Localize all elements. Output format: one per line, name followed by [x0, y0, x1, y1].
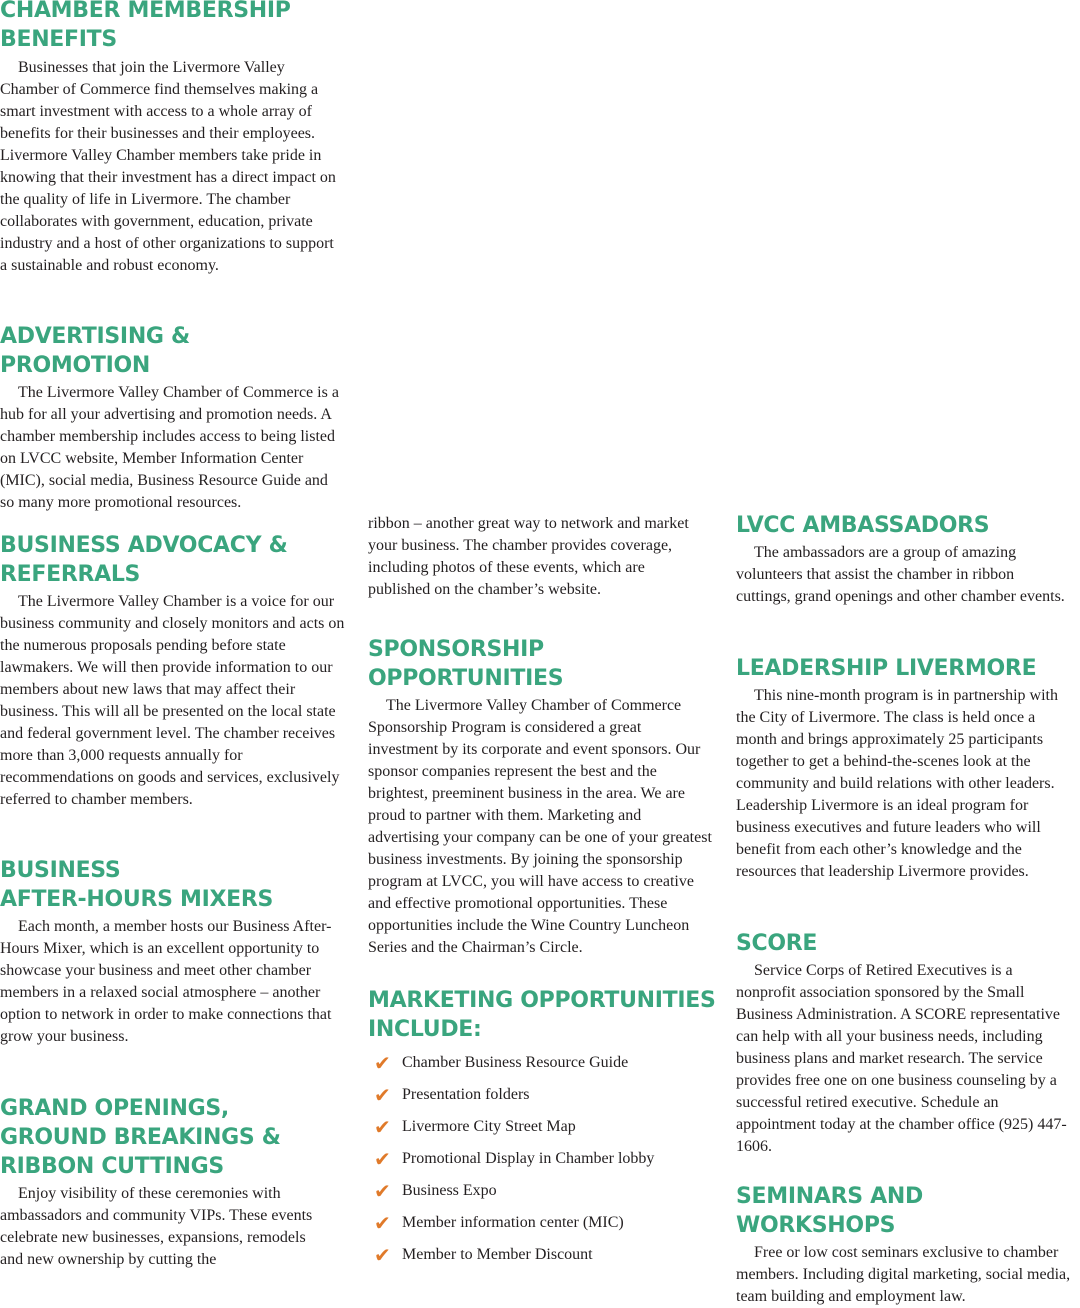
heading-membership: CHAMBER MEMBERSHIP BENEFITS [0, 0, 291, 52]
checkmark-icon: ✔ [374, 1243, 391, 1267]
list-item-label: Presentation folders [402, 1086, 530, 1103]
marketing-list: ✔ Chamber Business Resource Guide ✔ Presen… [368, 1047, 718, 1271]
heading-advocacy: BUSINESS ADVOCACY & REFERRALS [0, 533, 288, 587]
heading-sponsorship: SPONSORSHIP OPPORTUNITIES [368, 637, 564, 691]
paragraph-score: Service Corps of Retired Executives is a… [736, 962, 1067, 1155]
section-openings-continued: ribbon – another great way to network an… [368, 513, 713, 601]
paragraph-mixers: Each month, a member hosts our Business … [0, 918, 332, 1045]
section-membership: CHAMBER MEMBERSHIP BENEFITS Businesses t… [0, 0, 345, 277]
paragraph-openings-continued: ribbon – another great way to network an… [368, 515, 689, 598]
list-item-label: Promotional Display in Chamber lobby [402, 1150, 655, 1167]
paragraph-leadership: This nine-month program is in partnershi… [736, 687, 1058, 880]
section-openings: GRAND OPENINGS, GROUND BREAKINGS & RIBBO… [0, 1094, 345, 1271]
checkmark-icon: ✔ [374, 1211, 391, 1235]
heading-marketing-line1: MARKETING OPPORTUNITIES [368, 988, 716, 1013]
heading-mixers-line2: AFTER-HOURS MIXERS [0, 887, 274, 912]
section-ambassadors: LVCC AMBASSADORS The ambassadors are a g… [736, 511, 1080, 608]
heading-mixers: BUSINESS AFTER-HOURS MIXERS [0, 856, 345, 914]
heading-score: SCORE [736, 931, 818, 956]
heading-marketing: MARKETING OPPORTUNITIES INCLUDE: [368, 986, 718, 1044]
heading-openings: GRAND OPENINGS, GROUND BREAKINGS & RIBBO… [0, 1094, 345, 1181]
list-item: ✔ Livermore City Street Map [368, 1111, 718, 1143]
checkmark-icon: ✔ [374, 1051, 391, 1075]
section-mixers: BUSINESS AFTER-HOURS MIXERS Each month, … [0, 856, 345, 1048]
list-item-label: Member information center (MIC) [402, 1214, 624, 1231]
checkmark-icon: ✔ [374, 1083, 391, 1107]
section-advertising: ADVERTISING & PROMOTION The Livermore Va… [0, 322, 345, 514]
heading-openings-line2: GROUND BREAKINGS & [0, 1125, 281, 1150]
section-leadership: LEADERSHIP LIVERMORE This nine-month pro… [736, 654, 1080, 883]
paragraph-sponsorship: The Livermore Valley Chamber of Commerce… [368, 697, 712, 956]
list-item: ✔ Member to Member Discount [368, 1239, 718, 1271]
list-item-label: Chamber Business Resource Guide [402, 1054, 629, 1071]
section-advocacy: BUSINESS ADVOCACY & REFERRALS The Liverm… [0, 531, 345, 811]
heading-seminars: SEMINARS AND WORKSHOPS [736, 1184, 923, 1238]
list-item: ✔ Business Expo [368, 1175, 718, 1207]
list-item: ✔ Promotional Display in Chamber lobby [368, 1143, 718, 1175]
heading-leadership: LEADERSHIP LIVERMORE [736, 656, 1037, 681]
list-item: ✔ Presentation folders [368, 1079, 718, 1111]
paragraph-advocacy: The Livermore Valley Chamber is a voice … [0, 593, 345, 808]
list-item-label: Member to Member Discount [402, 1246, 593, 1263]
list-item: ✔ Chamber Business Resource Guide [368, 1047, 718, 1079]
list-item: ✔ Member information center (MIC) [368, 1207, 718, 1239]
heading-mixers-line1: BUSINESS [0, 858, 121, 883]
heading-advertising: ADVERTISING & PROMOTION [0, 324, 190, 378]
paragraph-ambassadors: The ambassadors are a group of amazing v… [736, 544, 1065, 605]
section-marketing: MARKETING OPPORTUNITIES INCLUDE: ✔ Chambe… [368, 986, 718, 1271]
checkmark-icon: ✔ [374, 1147, 391, 1171]
heading-openings-line1: GRAND OPENINGS, [0, 1096, 229, 1121]
list-item-label: Livermore City Street Map [402, 1118, 576, 1135]
paragraph-membership: Businesses that join the Livermore Valle… [0, 59, 336, 274]
paragraph-openings: Enjoy visibility of these ceremonies wit… [0, 1185, 313, 1268]
section-score: SCORE Service Corps of Retired Executive… [736, 929, 1080, 1158]
heading-marketing-line2: INCLUDE: [368, 1017, 482, 1042]
checkmark-icon: ✔ [374, 1179, 391, 1203]
section-sponsorship: SPONSORSHIP OPPORTUNITIES The Livermore … [368, 635, 718, 959]
heading-ambassadors: LVCC AMBASSADORS [736, 513, 990, 538]
checkmark-icon: ✔ [374, 1115, 391, 1139]
list-item-label: Business Expo [402, 1182, 497, 1199]
paragraph-seminars: Free or low cost seminars exclusive to c… [736, 1244, 1071, 1305]
section-seminars: SEMINARS AND WORKSHOPS Free or low cost … [736, 1182, 1080, 1308]
heading-openings-line3: RIBBON CUTTINGS [0, 1154, 224, 1179]
paragraph-advertising: The Livermore Valley Chamber of Commerce… [0, 384, 339, 511]
